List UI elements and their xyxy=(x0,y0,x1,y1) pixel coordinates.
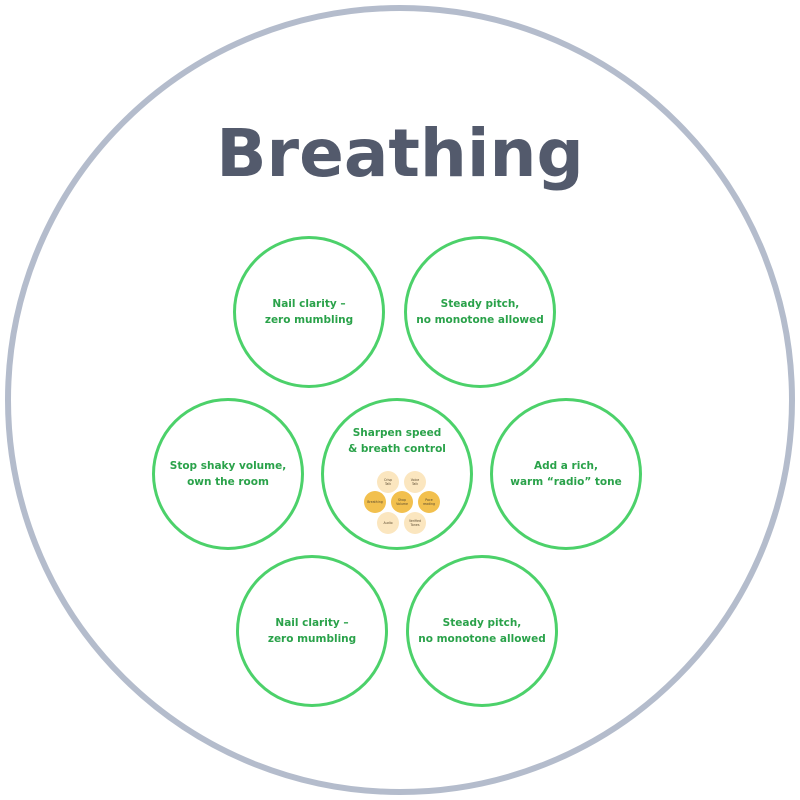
outer-ring xyxy=(5,5,795,795)
node-bottom-left: Nail clarity – zero mumbling xyxy=(236,555,388,707)
mini-node-top-right: Voice Talk xyxy=(404,471,426,493)
node-bottom-right-label: Steady pitch, no monotone allowed xyxy=(418,617,546,645)
node-mid-left-label: Stop shaky volume, own the room xyxy=(169,460,287,488)
node-center-label: Sharpen speed & breath control xyxy=(348,427,446,455)
mini-node-bottom-right: Verified Tones xyxy=(404,512,426,534)
node-top-left: Nail clarity – zero mumbling xyxy=(233,236,385,388)
node-center: Sharpen speed & breath control Crisp Tal… xyxy=(321,398,473,550)
mini-node-mid-right: Pace reading xyxy=(418,491,440,513)
mini-node-center: Shop Volume xyxy=(391,491,413,513)
node-mid-right-label: Add a rich, warm “radio” tone xyxy=(510,460,622,488)
page-title: Breathing xyxy=(216,115,584,192)
node-top-right-label: Steady pitch, no monotone allowed xyxy=(416,298,544,326)
node-mid-left: Stop shaky volume, own the room xyxy=(152,398,304,550)
node-top-right: Steady pitch, no monotone allowed xyxy=(404,236,556,388)
node-top-left-label: Nail clarity – zero mumbling xyxy=(264,298,354,326)
mini-cluster: Crisp Talk Voice Talk Breathing Shop Vol… xyxy=(324,401,476,553)
node-bottom-left-label: Nail clarity – zero mumbling xyxy=(267,617,357,645)
mini-node-mid-left: Breathing xyxy=(364,491,386,513)
node-bottom-right: Steady pitch, no monotone allowed xyxy=(406,555,558,707)
node-mid-right: Add a rich, warm “radio” tone xyxy=(490,398,642,550)
mini-node-bottom-left: Audio xyxy=(377,512,399,534)
mini-node-top-left: Crisp Talk xyxy=(377,471,399,493)
